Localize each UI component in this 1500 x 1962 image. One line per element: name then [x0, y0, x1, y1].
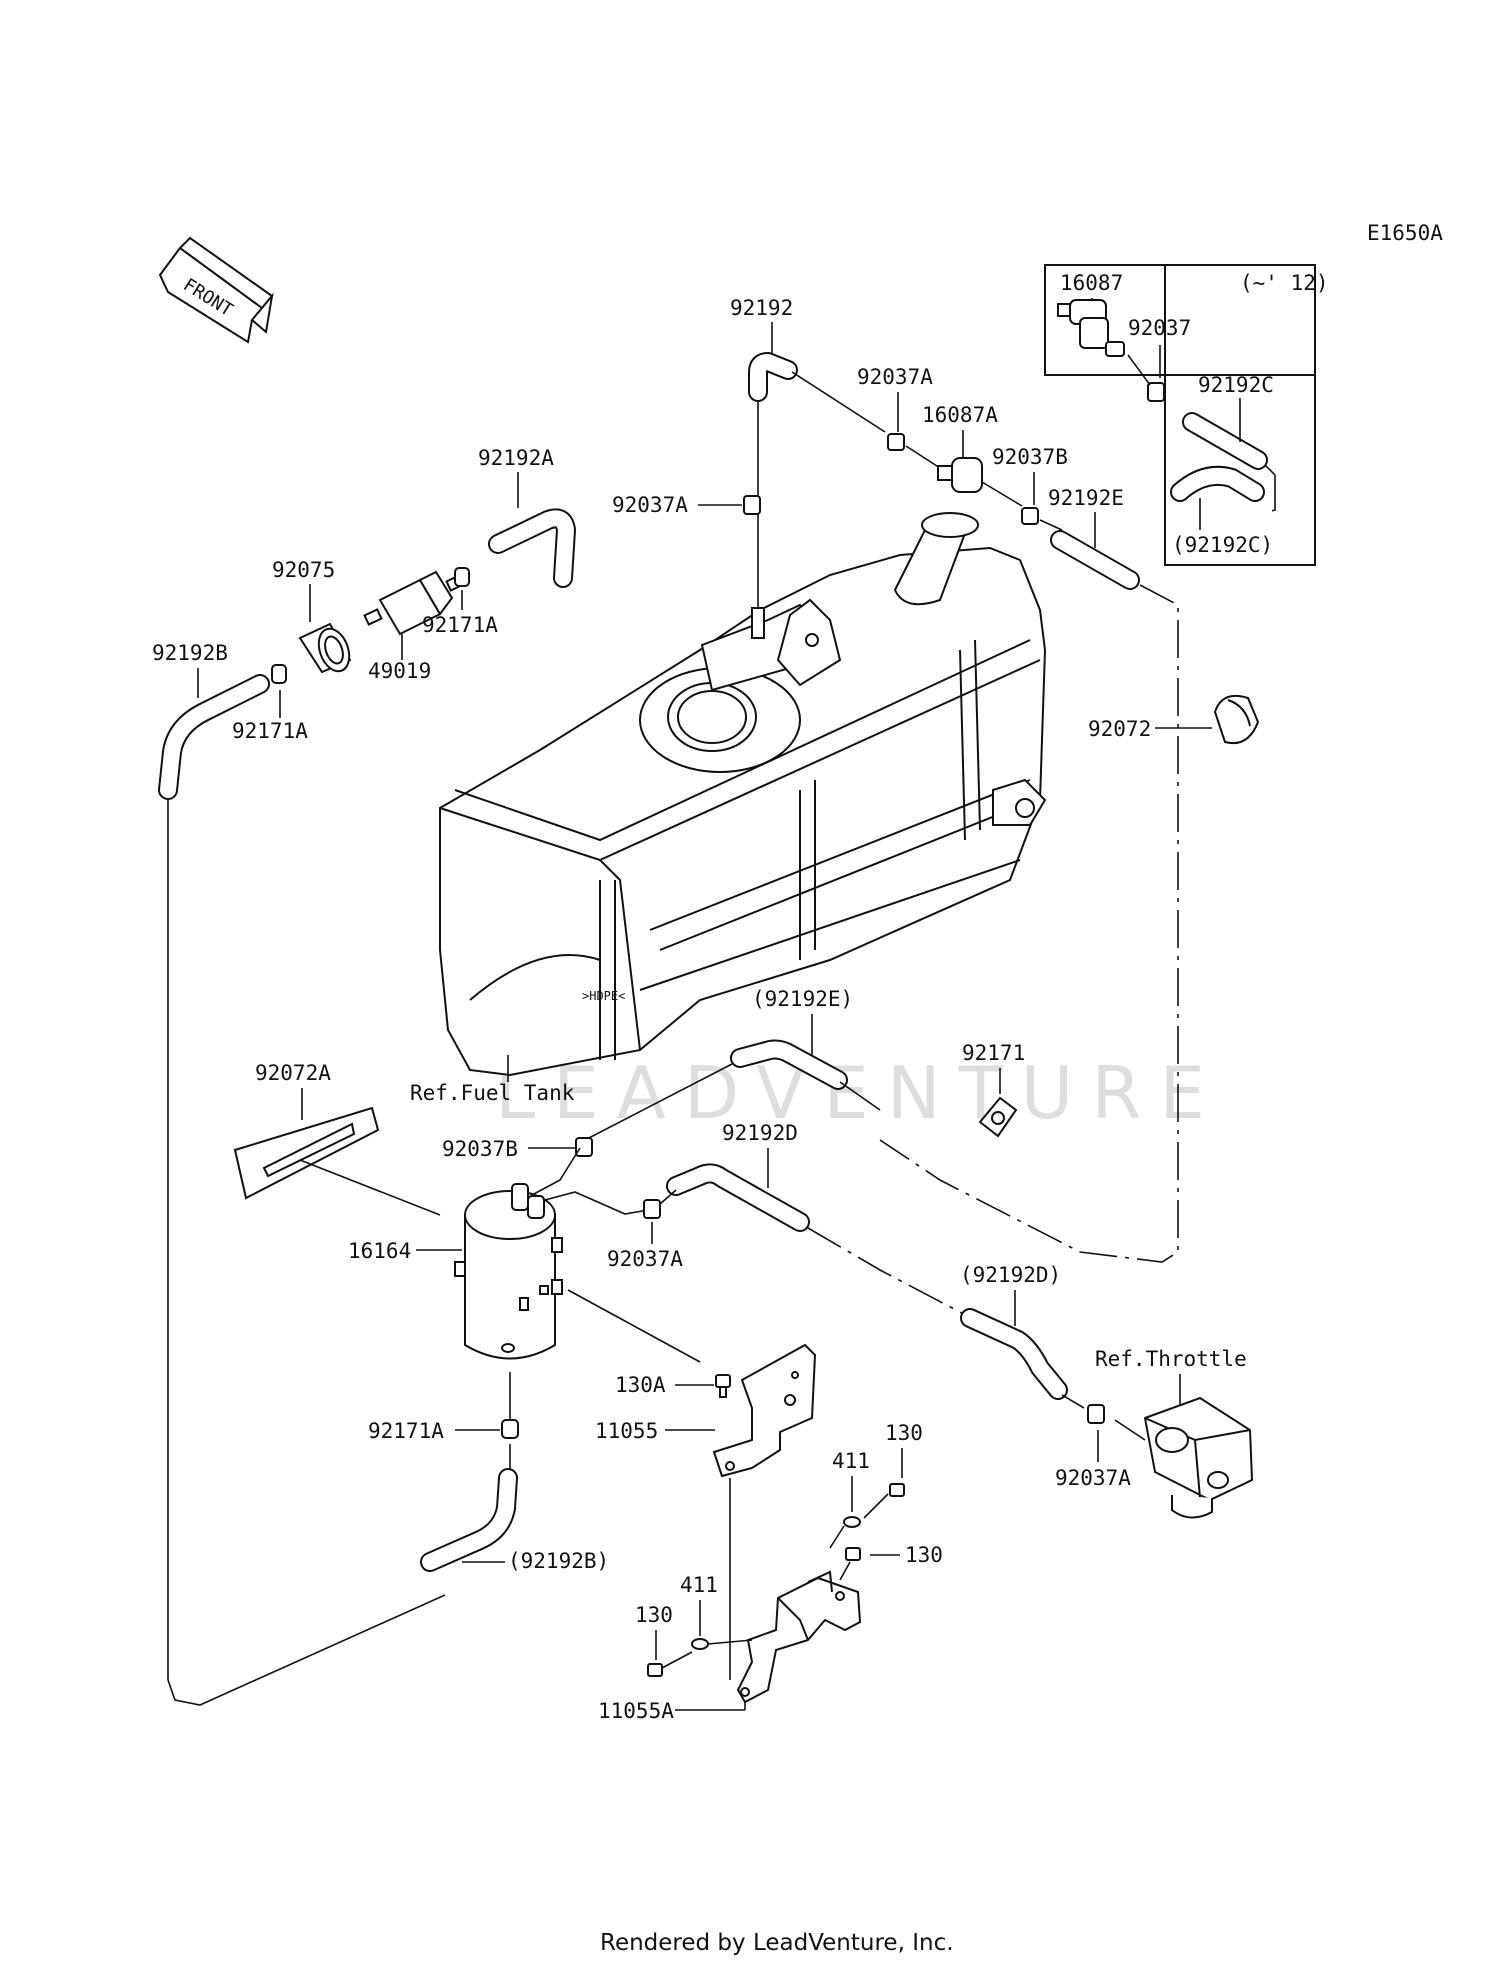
part-label-92192E: 92192E [1048, 486, 1124, 510]
inset-box [1044, 264, 1316, 566]
inset-hose-92192C-straight [1182, 398, 1276, 476]
washer-411-b [691, 1638, 709, 1650]
part-label-92192C-ref: (92192C) [1172, 533, 1273, 557]
hose-92192 [748, 352, 798, 402]
bracket-11055 [712, 1343, 817, 1478]
clamp-92037B-bottom [575, 1137, 593, 1157]
clamp-92037A-mid [643, 1199, 661, 1219]
hose-92192D [666, 1163, 810, 1232]
bolt-130-c [647, 1663, 663, 1677]
hope-mark: >HDPE< [582, 989, 625, 1003]
part-label-92192E-ref: (92192E) [752, 987, 853, 1011]
part-label-92037A-mid: 92037A [607, 1247, 683, 1271]
inset-clamp-92037 [1127, 345, 1165, 402]
part-label-92192D-ref: (92192D) [960, 1263, 1061, 1287]
part-label-92037A-right: 92037A [1055, 1466, 1131, 1490]
part-label-92192D: 92192D [722, 1121, 798, 1145]
bolt-130A [715, 1374, 731, 1398]
part-label-92037B-top: 92037B [992, 445, 1068, 469]
part-label-92037-inset: 92037 [1128, 316, 1191, 340]
canister-16164 [454, 1183, 563, 1360]
clamp-92037A-top [887, 433, 905, 451]
front-arrow-icon: FRONT [158, 236, 274, 344]
part-label-130-b: 130 [905, 1543, 943, 1567]
clamp-92037A-right [1087, 1404, 1105, 1424]
clamp-92037B-top [1021, 507, 1039, 525]
hose-92192B-top [158, 674, 270, 800]
inset-note: (~' 12) [1240, 271, 1329, 295]
throttle-body [1143, 1396, 1254, 1519]
diagram-code: E1650A [1367, 221, 1443, 245]
part-label-92192A: 92192A [478, 446, 554, 470]
part-label-92171A-bottom: 92171A [368, 1419, 444, 1443]
part-label-16087A: 16087A [922, 403, 998, 427]
band-92072 [1213, 694, 1260, 744]
washer-411-a [843, 1516, 861, 1528]
clip-92171A-left [271, 664, 287, 684]
inset-hose-92192C-bent [1170, 465, 1276, 530]
fuel-filter-49019 [363, 570, 465, 636]
part-label-92171A-left: 92171A [232, 719, 308, 743]
part-label-411-a: 411 [832, 1449, 870, 1473]
ref-throttle-label: Ref.Throttle [1095, 1347, 1247, 1371]
part-label-92072: 92072 [1088, 717, 1151, 741]
part-label-92075: 92075 [272, 558, 335, 582]
part-label-130-a: 130 [885, 1421, 923, 1445]
fuel-tank: >HDPE< [439, 512, 1047, 1077]
footer-credit: Rendered by LeadVenture, Inc. [600, 1930, 954, 1956]
part-label-49019: 49019 [368, 659, 431, 683]
part-label-92192: 92192 [730, 296, 793, 320]
hose-92192E-lower [730, 1039, 848, 1090]
part-label-92171: 92171 [962, 1041, 1025, 1065]
hose-92192A [488, 508, 576, 588]
part-label-92192C: 92192C [1198, 373, 1274, 397]
purge-valve-16087A [905, 445, 1023, 507]
bracket-11055A [736, 1570, 862, 1704]
part-label-11055: 11055 [595, 1419, 658, 1443]
hose-92192D-lower [960, 1308, 1068, 1400]
part-label-92072A: 92072A [255, 1061, 331, 1085]
part-label-92192B: 92192B [152, 641, 228, 665]
clip-92171 [978, 1096, 1018, 1138]
part-label-411-b: 411 [680, 1573, 718, 1597]
part-label-11055A: 11055A [598, 1699, 674, 1723]
clip-92171A-bottom [501, 1419, 519, 1439]
bolt-130-b [845, 1547, 861, 1561]
part-label-92037B-bottom: 92037B [442, 1137, 518, 1161]
strap-92072A [233, 1106, 380, 1200]
part-label-16164: 16164 [348, 1239, 411, 1263]
part-label-92192B-ref: (92192B) [508, 1549, 609, 1573]
filter-holder-92075 [298, 622, 352, 674]
ref-fuel-tank-label: Ref.Fuel Tank [410, 1081, 575, 1105]
part-label-92037A-left: 92037A [612, 493, 688, 517]
hose-92192E [1050, 530, 1140, 590]
hose-92192B-bottom [420, 1468, 518, 1572]
clamp-92037A-left [743, 495, 761, 515]
part-label-130A: 130A [615, 1373, 666, 1397]
part-label-130-c: 130 [635, 1603, 673, 1627]
part-label-16087: 16087 [1060, 271, 1123, 295]
bolt-130-a [889, 1483, 905, 1497]
part-label-92037A-top: 92037A [857, 365, 933, 389]
inset-purge-valve-16087 [1057, 298, 1125, 357]
clip-92171A-top [454, 567, 470, 587]
watermark-text: LEADVENTURE [495, 1051, 1223, 1135]
part-label-92171A-top: 92171A [422, 613, 498, 637]
